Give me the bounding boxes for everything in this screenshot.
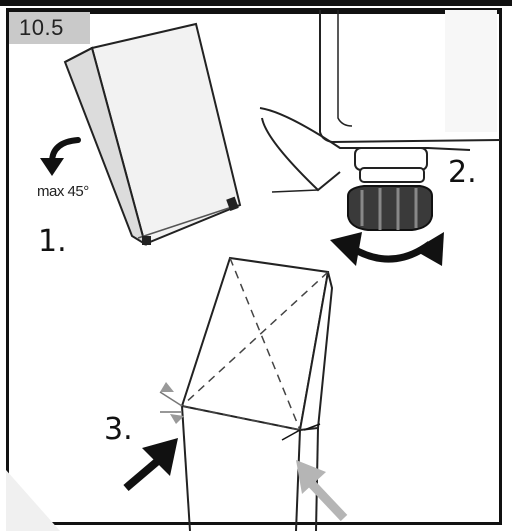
step-3-label: 3. — [104, 412, 133, 447]
step-2-label: 2. — [448, 155, 477, 190]
step-1-label: 1. — [38, 224, 67, 259]
appliance-foot — [259, 10, 501, 231]
double-curved-arrow-icon — [330, 232, 444, 266]
section-number-badge: 10.5 — [9, 12, 90, 44]
top-bar — [0, 0, 512, 6]
max-angle-label: max 45° — [37, 183, 89, 200]
curved-arrow-left-icon — [40, 137, 81, 176]
push-arrow-black-icon — [123, 438, 178, 492]
push-arrow-gray-icon — [296, 460, 348, 522]
frame-border — [6, 8, 502, 525]
corner-shade — [6, 470, 60, 531]
tilted-panel — [63, 22, 242, 247]
box-diagram — [159, 256, 334, 531]
